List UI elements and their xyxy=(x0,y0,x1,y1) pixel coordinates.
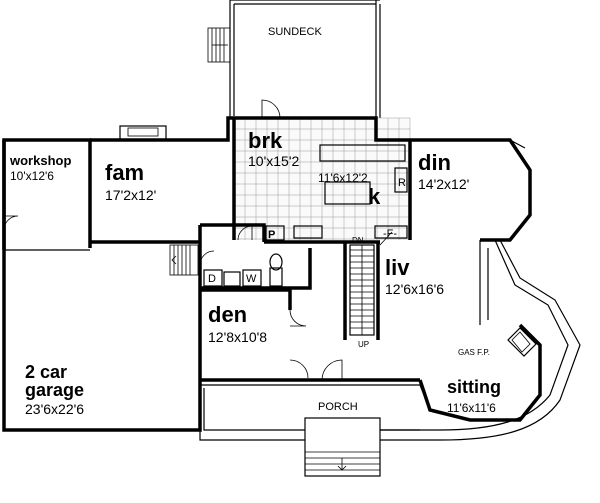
front-steps xyxy=(304,417,381,477)
washer-label: W xyxy=(246,273,257,285)
dryer-label: D xyxy=(208,273,216,285)
den-label: den xyxy=(208,302,247,327)
side-stair xyxy=(169,244,199,276)
k-dims: 11'6x12'2 xyxy=(318,171,368,185)
sundeck-label: SUNDECK xyxy=(268,26,322,38)
din-dims: 14'2x12' xyxy=(418,176,469,192)
garage-label-line1: 2 car xyxy=(25,362,67,382)
workshop-dims: 10'x12'6 xyxy=(10,169,54,183)
workshop-label: workshop xyxy=(9,153,71,168)
stair-down-label: DN xyxy=(352,236,364,245)
liv-label: liv xyxy=(385,255,410,280)
sundeck-area xyxy=(207,0,381,138)
walls xyxy=(2,116,542,432)
liv-dims: 12'6x16'6 xyxy=(385,281,444,297)
stair-up-label: UP xyxy=(358,340,369,349)
pantry-label: P xyxy=(268,229,275,241)
k-label: k xyxy=(368,184,381,209)
gas-fireplace xyxy=(507,327,537,357)
fixture-labels: P R -F- D W GAS F.P. DN UP xyxy=(208,177,490,357)
fridge-label: R xyxy=(398,177,406,189)
sitting-label: sitting xyxy=(447,377,501,397)
fam-label: fam xyxy=(105,160,144,185)
brk-dims: 10'x15'2 xyxy=(248,153,299,169)
fam-dims: 17'2x12' xyxy=(105,187,156,203)
gas-fireplace-label: GAS F.P. xyxy=(458,348,490,357)
laundry-bath-fixtures xyxy=(203,225,285,287)
main-staircase xyxy=(349,244,375,336)
fam-fireplace xyxy=(119,125,167,141)
den-dims: 12'8x10'8 xyxy=(208,329,267,345)
garage-label-line2: garage xyxy=(25,380,84,400)
din-label: din xyxy=(418,150,451,175)
garage-dims: 23'6x22'6 xyxy=(25,401,84,417)
wraparound-porch xyxy=(199,239,581,441)
freezer-label: -F- xyxy=(383,228,397,240)
room-labels: SUNDECK workshop 10'x12'6 fam 17'2x12' b… xyxy=(9,26,501,417)
door-swings xyxy=(3,99,393,381)
sitting-dims: 11'6x11'6 xyxy=(447,401,496,415)
brk-label: brk xyxy=(248,128,283,153)
kitchen-counters xyxy=(293,144,408,239)
porch-label: PORCH xyxy=(318,401,358,413)
